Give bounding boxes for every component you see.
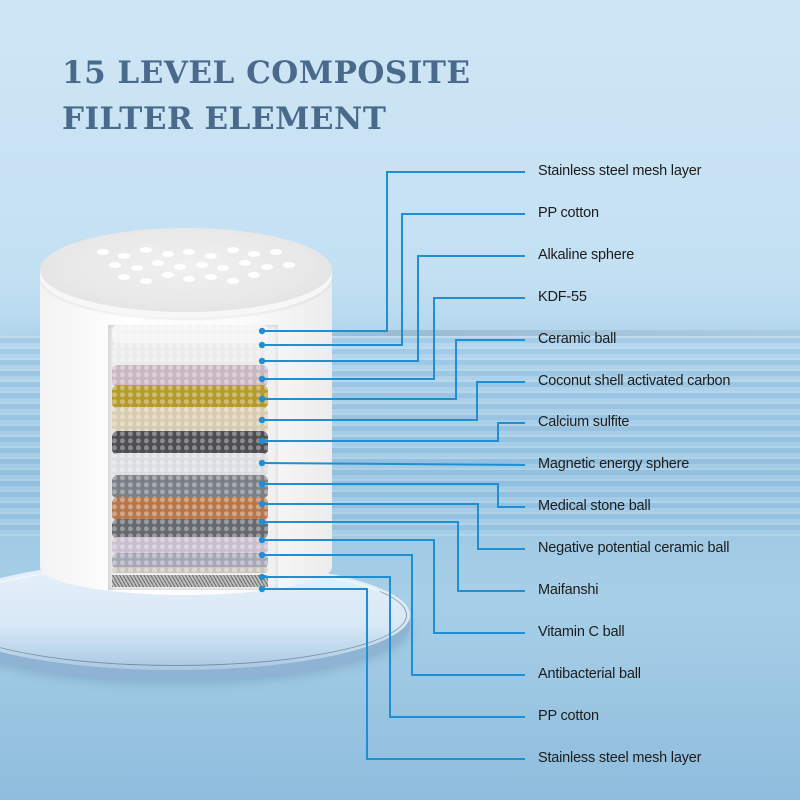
layer-label: Vitamin C ball bbox=[538, 624, 625, 640]
water-inlet-hole bbox=[139, 277, 152, 284]
media-layer-maifanshi bbox=[112, 537, 268, 555]
callout-dot-icon bbox=[258, 459, 266, 467]
water-inlet-hole bbox=[183, 249, 196, 256]
callout-dot-icon bbox=[258, 480, 266, 488]
layer-label: Magnetic energy sphere bbox=[538, 456, 690, 472]
layer-label: PP cotton bbox=[538, 708, 599, 724]
water-inlet-hole bbox=[161, 272, 174, 279]
title-line-2: FILTER ELEMENT bbox=[62, 101, 387, 137]
horizon-line bbox=[0, 330, 800, 336]
layer-label: Stainless steel mesh layer bbox=[538, 163, 702, 179]
callout-dot-icon bbox=[258, 585, 266, 593]
layer-label: Negative potential ceramic ball bbox=[538, 540, 730, 556]
callout-dot-icon bbox=[258, 500, 266, 508]
water-inlet-hole bbox=[161, 251, 174, 258]
media-layer-antibacterial bbox=[112, 567, 268, 573]
callout-dot-icon bbox=[258, 327, 266, 335]
callout-line bbox=[262, 339, 525, 400]
media-layer-medical-stone bbox=[112, 497, 268, 521]
water-inlet-hole bbox=[174, 263, 186, 270]
water-inlet-hole bbox=[217, 265, 230, 272]
water-inlet-hole bbox=[260, 263, 273, 270]
callout-line bbox=[262, 539, 525, 634]
water-inlet-hole bbox=[226, 277, 239, 284]
water-inlet-hole bbox=[130, 265, 143, 272]
media-layer-negative-ceramic bbox=[112, 519, 268, 539]
callout-line bbox=[262, 503, 525, 550]
callout-line bbox=[262, 483, 525, 508]
page-title: 15 LEVEL COMPOSITE FILTER ELEMENT bbox=[62, 50, 471, 142]
water-inlet-hole bbox=[195, 261, 208, 268]
callout-line bbox=[262, 422, 525, 442]
callout-dot-icon bbox=[258, 536, 266, 544]
water-inlet-hole bbox=[270, 249, 283, 256]
media-layer-vitamin-c bbox=[112, 553, 268, 569]
layer-label: Calcium sulfite bbox=[538, 414, 630, 430]
layer-label: Maifanshi bbox=[538, 582, 599, 598]
media-layer-mesh-bottom bbox=[112, 575, 268, 587]
layer-label: Coconut shell activated carbon bbox=[538, 373, 731, 389]
water-inlet-hole bbox=[118, 274, 131, 280]
callout-dot-icon bbox=[258, 416, 266, 424]
callout-dot-icon bbox=[258, 375, 266, 383]
filter-cutaway-window bbox=[108, 325, 278, 590]
water-inlet-hole bbox=[248, 251, 261, 258]
callout-dot-icon bbox=[258, 437, 266, 445]
media-layer-ceramic-ball bbox=[112, 407, 268, 433]
layer-label: Medical stone ball bbox=[538, 498, 651, 514]
water-inlet-hole bbox=[205, 253, 217, 260]
water-inlet-hole bbox=[108, 261, 121, 268]
media-layer-kdf-55 bbox=[112, 385, 268, 409]
callout-line bbox=[262, 297, 525, 380]
callout-dot-icon bbox=[258, 341, 266, 349]
water-inlet-hole bbox=[96, 249, 109, 256]
layer-label: PP cotton bbox=[538, 205, 599, 221]
water-inlet-hole bbox=[248, 272, 261, 279]
callout-line bbox=[261, 462, 526, 466]
filter-cartridge-top bbox=[40, 228, 332, 312]
media-layer-alkaline-sphere bbox=[112, 365, 268, 387]
callout-line bbox=[262, 521, 525, 592]
media-layer-calcium-sulfite bbox=[112, 453, 268, 477]
callout-line bbox=[262, 171, 525, 332]
layer-label: Stainless steel mesh layer bbox=[538, 750, 702, 766]
water-inlet-hole bbox=[239, 259, 252, 266]
water-inlet-hole bbox=[183, 275, 196, 282]
water-inlet-hole bbox=[205, 274, 217, 280]
callout-dot-icon bbox=[258, 395, 266, 403]
callout-dot-icon bbox=[258, 573, 266, 581]
water-inlet-hole bbox=[152, 259, 165, 266]
layer-label: Alkaline sphere bbox=[538, 247, 635, 263]
media-layer-pp-cotton-top bbox=[112, 343, 268, 365]
layer-label: KDF-55 bbox=[538, 289, 587, 305]
title-line-1: 15 LEVEL COMPOSITE bbox=[62, 55, 471, 91]
callout-line bbox=[262, 255, 525, 362]
layer-label: Antibacterial ball bbox=[538, 666, 641, 682]
callout-line bbox=[262, 588, 525, 760]
water-inlet-hole bbox=[139, 247, 152, 254]
media-layer-mesh-top bbox=[112, 325, 268, 343]
callout-line bbox=[262, 576, 525, 718]
callout-dot-icon bbox=[258, 551, 266, 559]
water-inlet-hole bbox=[118, 253, 131, 260]
water-inlet-hole bbox=[226, 247, 239, 254]
callout-line bbox=[262, 213, 525, 346]
callout-line bbox=[262, 381, 525, 421]
water-inlet-hole bbox=[282, 261, 295, 268]
callout-dot-icon bbox=[258, 357, 266, 365]
media-layer-magnetic-sphere bbox=[112, 475, 268, 499]
media-layer-coconut-carbon bbox=[112, 431, 268, 455]
callout-dot-icon bbox=[258, 518, 266, 526]
layer-label: Ceramic ball bbox=[538, 331, 617, 347]
callout-line bbox=[262, 554, 525, 676]
